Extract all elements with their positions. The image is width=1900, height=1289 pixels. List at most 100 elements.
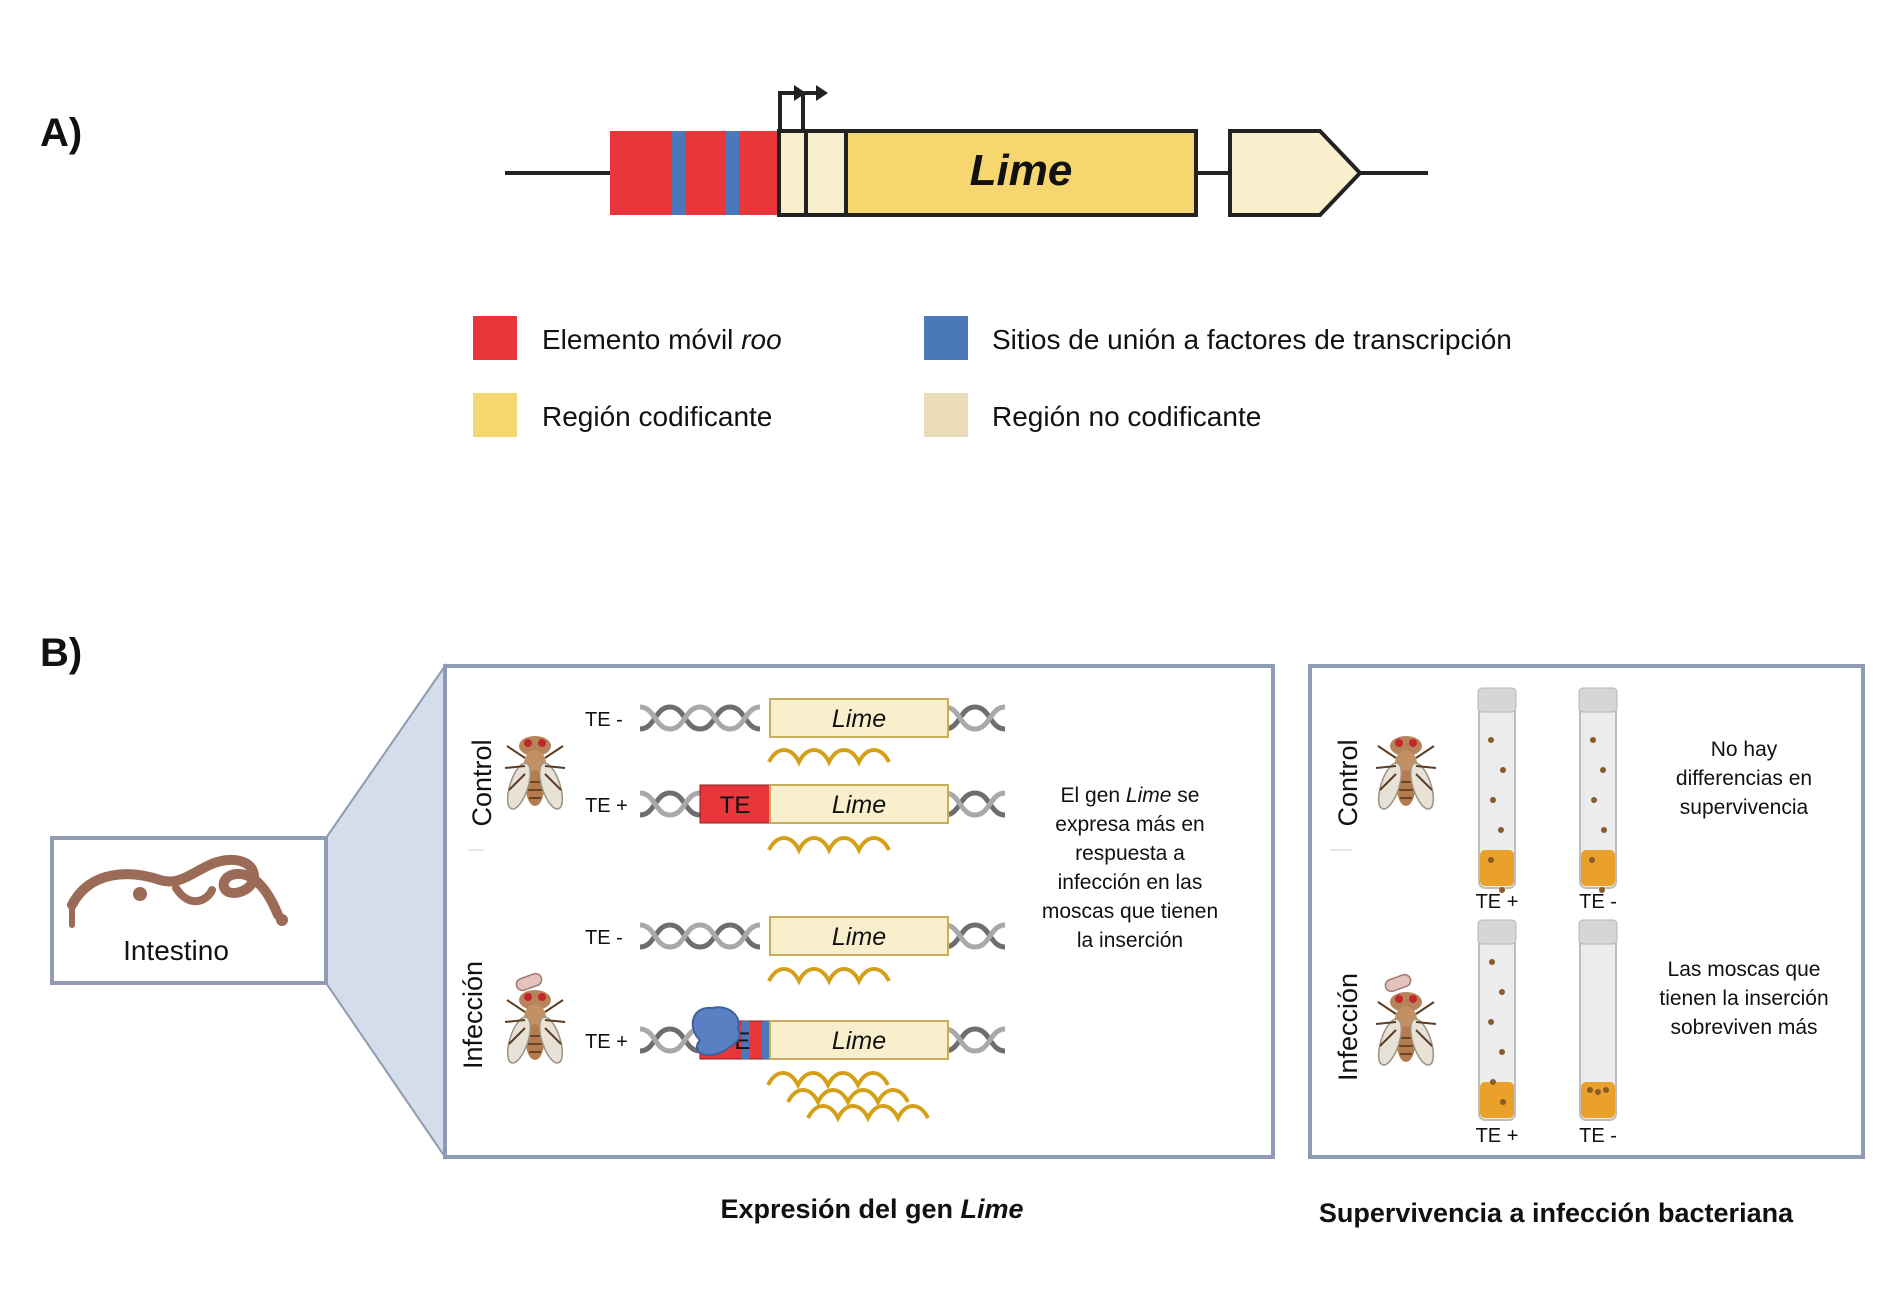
survival-row-label-control: Control — [1333, 739, 1363, 826]
coding-region-box — [844, 129, 1198, 217]
lime-box-te-plus-control — [769, 784, 949, 824]
legend-label-roo: Elemento móvil roo — [542, 324, 782, 355]
vial-fly-dot-infection-te-plus-2 — [1488, 1019, 1494, 1025]
vial-fly-dot-infection-te-plus-4 — [1490, 1079, 1496, 1085]
dna-helix-right-te-plus-infection-strand-1 — [944, 1026, 1006, 1054]
vial-label-infection-te-minus: TE - — [1579, 1125, 1617, 1147]
lime-label-te-plus-control: Lime — [832, 791, 886, 819]
expression-caption: Expresión del gen Lime — [720, 1194, 1023, 1224]
gene-structure-diagram: Lime — [505, 85, 1428, 217]
legend: Elemento móvil roo Sitios de unión a fac… — [473, 316, 1512, 437]
vial-fly-dot-control-te-plus-2 — [1490, 797, 1496, 803]
vial-fly-dot-control-te-minus-1 — [1600, 767, 1606, 773]
expression-note-line-5: moscas que tienen — [1042, 900, 1218, 923]
vial-fly-dot-control-te-minus-2 — [1591, 797, 1597, 803]
survival-note-control-line-2: differencias en — [1676, 767, 1812, 790]
three-prime-utr-arrow — [1228, 129, 1363, 217]
panel-b-label: B) — [40, 631, 82, 675]
lime-box-te-plus-infection — [769, 1020, 949, 1060]
dna-helix-right-te-plus-control-strand-2 — [944, 790, 1006, 818]
vial-food-infection-te-plus — [1480, 1082, 1514, 1118]
vial-fly-dot-infection-te-minus-1 — [1595, 1089, 1601, 1095]
dna-helix-left-te-plus-infection-strand-1 — [639, 1026, 701, 1054]
vial-fly-dot-control-te-plus-4 — [1488, 857, 1494, 863]
dna-helix-left-te-minus-infection — [639, 922, 761, 950]
roo-element-block — [610, 131, 780, 215]
dna-helix-right-te-minus-control — [944, 704, 1006, 732]
vial-label-control-te-minus: TE - — [1579, 891, 1617, 913]
row-label-te-plus-infection: TE + — [585, 1031, 628, 1053]
dna-helix-right-te-minus-control-strand-1 — [944, 704, 1006, 732]
vial-infection-te-minus — [1578, 919, 1618, 1121]
dna-helix-right-te-plus-infection-strand-2 — [944, 1026, 1006, 1054]
lime-box-te-minus-infection — [769, 916, 949, 956]
vial-infection-te-plus — [1477, 919, 1517, 1121]
dna-helix-right-te-minus-infection — [944, 922, 1006, 950]
vial-fly-dot-control-te-plus-3 — [1498, 827, 1504, 833]
intestine-box: Intestino — [50, 836, 328, 985]
vial-fly-dot-control-te-plus-5 — [1499, 887, 1505, 893]
dna-helix-left-te-plus-infection — [639, 1026, 701, 1054]
vial-food-infection-te-minus — [1581, 1082, 1615, 1118]
vial-plug-infection-te-plus — [1477, 919, 1517, 945]
vial-plug-control-te-plus — [1477, 687, 1517, 713]
expression-panel-frame — [443, 664, 1275, 1159]
dna-helix-left-te-plus-control-strand-1 — [639, 790, 701, 818]
survival-note-infection-line-2: tienen la inserción — [1659, 987, 1828, 1010]
expression-note-line-2: expresa más en — [1055, 813, 1204, 836]
vial-plug-control-te-minus — [1578, 687, 1618, 713]
dna-helix-left-te-minus-control-strand-1 — [639, 704, 761, 732]
dna-helix-left-te-plus-control-strand-2 — [639, 790, 701, 818]
vial-fly-dot-infection-te-plus-0 — [1489, 959, 1495, 965]
gene-name-label: Lime — [970, 146, 1073, 195]
mrna-wave-te-plus-control-0 — [767, 836, 891, 855]
tss-arrowhead-2 — [816, 85, 828, 101]
survival-note-infection-line-3: sobreviven más — [1670, 1016, 1817, 1039]
legend-swatch-roo — [473, 316, 517, 360]
vial-plug-infection-te-minus — [1578, 919, 1618, 945]
tss-arrowhead-1 — [794, 85, 806, 101]
utr-segment-2 — [804, 129, 848, 217]
vial-food-control-te-plus — [1480, 850, 1514, 886]
expression-note-line-6: la inserción — [1077, 929, 1183, 952]
vial-food-control-te-minus — [1581, 850, 1615, 886]
zoom-wedge — [325, 662, 446, 1161]
mrna-wave-te-plus-infection-2 — [806, 1104, 930, 1123]
dna-helix-left-te-minus-infection-strand-2 — [639, 922, 761, 950]
te-tf-site-b-te-plus-infection — [762, 1021, 770, 1059]
legend-item-roo: Elemento móvil roo — [473, 316, 782, 360]
row-label-te-plus-control: TE + — [585, 795, 628, 817]
dna-helix-right-te-minus-infection-strand-1 — [944, 922, 1006, 950]
vial-fly-dot-control-te-minus-5 — [1599, 887, 1605, 893]
vial-fly-dot-control-te-minus-3 — [1601, 827, 1607, 833]
vial-fly-dot-control-te-plus-1 — [1500, 767, 1506, 773]
vial-label-control-te-plus: TE + — [1476, 891, 1519, 913]
dna-helix-right-te-plus-control-strand-1 — [944, 790, 1006, 818]
dna-helix-right-te-plus-infection — [944, 1026, 1006, 1054]
vial-label-infection-te-plus: TE + — [1476, 1125, 1519, 1147]
dna-helix-left-te-plus-control — [639, 790, 701, 818]
expression-note-line-4: infección en las — [1058, 871, 1203, 894]
legend-label-tf-sites: Sitios de unión a factores de transcripc… — [992, 324, 1512, 355]
te-box-te-plus-control — [699, 784, 771, 824]
intestine-icon — [67, 854, 288, 928]
mrna-wave-te-minus-control-0 — [767, 748, 891, 767]
vial-control-te-plus — [1477, 687, 1517, 893]
legend-label-noncoding: Región no codificante — [992, 401, 1261, 432]
dna-helix-right-te-minus-control-strand-2 — [944, 704, 1006, 732]
expression-note-line-3: respuesta a — [1075, 842, 1185, 865]
survival-caption: Supervivencia a infección bacteriana — [1319, 1198, 1794, 1228]
legend-swatch-coding — [473, 393, 517, 437]
expression-row-label-infection: Infección — [458, 961, 488, 1069]
mrna-wave-te-minus-infection-0 — [767, 967, 891, 986]
survival-note-infection-line-1: Las moscas que — [1668, 958, 1821, 981]
vial-group — [1477, 687, 1618, 1121]
survival-note-control-line-1: No hay — [1711, 738, 1778, 761]
lime-label-te-minus-control: Lime — [832, 705, 886, 733]
intestine-label: Intestino — [123, 935, 229, 966]
expression-row-label-control: Control — [467, 739, 497, 826]
vial-fly-dot-infection-te-minus-0 — [1587, 1087, 1593, 1093]
legend-swatch-noncoding — [924, 393, 968, 437]
